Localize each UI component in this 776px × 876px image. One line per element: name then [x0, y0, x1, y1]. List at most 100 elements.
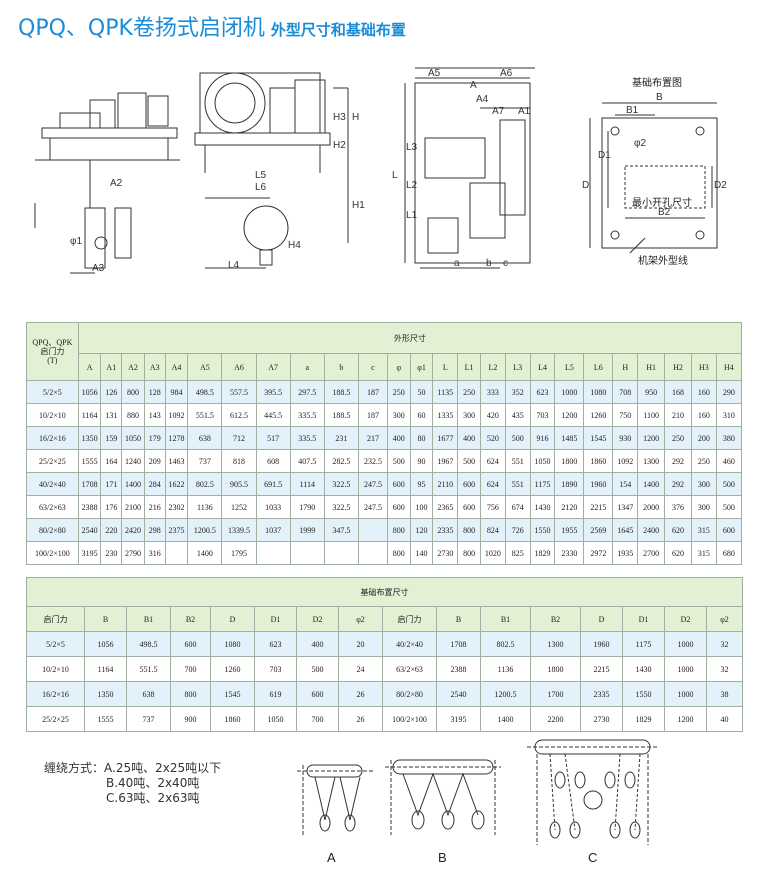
table-cell: 250: [664, 426, 692, 450]
table-cell: 1080: [583, 380, 614, 404]
table-cell: 726: [504, 518, 531, 542]
table-cell: 1890: [554, 472, 585, 496]
table-cell: 1485: [554, 426, 585, 450]
table-cell: 1278: [164, 426, 189, 450]
table-cell: 380: [715, 426, 743, 450]
table-cell: [357, 541, 388, 565]
table-cell: 310: [715, 403, 743, 427]
table-cell: 1050: [254, 706, 297, 732]
table-cell: 1555: [84, 706, 127, 732]
table-cell: 620: [664, 541, 692, 565]
table-cell: 63/2×63: [382, 656, 437, 682]
figure-label-c: C: [588, 850, 598, 865]
table-cell: 1260: [583, 403, 614, 427]
column-header: L2: [479, 353, 506, 381]
table-cell: 120: [409, 518, 434, 542]
table-cell: 40/2×40: [26, 472, 79, 496]
table-cell: 880: [121, 403, 145, 427]
table-cell: 216: [143, 495, 166, 519]
table-cell: 1200: [637, 426, 666, 450]
table-cell: 600: [386, 472, 411, 496]
column-header: A2: [121, 353, 145, 381]
table-cell: 2730: [580, 706, 623, 732]
table-cell: 20: [338, 631, 383, 657]
winding-option-c: C.63吨、2x63吨: [106, 791, 200, 805]
table-cell: 315: [690, 518, 717, 542]
table-cell: 2420: [121, 518, 145, 542]
column-header: 启门力: [26, 606, 85, 632]
table-cell: 825: [504, 541, 531, 565]
winding-figure-b: [385, 759, 501, 835]
table-cell: 80/2×80: [26, 518, 79, 542]
table-cell: 600: [386, 495, 411, 519]
table-cell: 1960: [580, 631, 623, 657]
table-cell: 802.5: [187, 472, 223, 496]
table-cell: 2972: [583, 541, 614, 565]
table-cell: 623: [254, 631, 297, 657]
table-cell: 2790: [121, 541, 145, 565]
table-cell: 1829: [622, 706, 665, 732]
table-cell: 2215: [583, 495, 614, 519]
column-header: D: [580, 606, 623, 632]
table-cell: 916: [529, 426, 556, 450]
svg-text:L6: L6: [255, 182, 267, 193]
column-header: D2: [664, 606, 707, 632]
table-cell: 2365: [432, 495, 459, 519]
column-header: φ1: [409, 353, 434, 381]
table-cell: 2388: [436, 656, 481, 682]
table-cell: 1136: [480, 656, 531, 682]
svg-text:a: a: [454, 258, 460, 269]
table-cell: 292: [664, 449, 692, 473]
table-cell: 250: [457, 380, 481, 404]
table-cell: 100/2×100: [26, 541, 79, 565]
column-header: A: [77, 353, 102, 381]
table-cell: 1092: [164, 403, 189, 427]
table-cell: 1136: [187, 495, 223, 519]
table-cell: 316: [143, 541, 166, 565]
table-cell: 2335: [580, 681, 623, 707]
table-cell: 188.5: [323, 380, 359, 404]
svg-text:A4: A4: [476, 94, 489, 105]
table-cell: 2110: [432, 472, 459, 496]
table-cell: 600: [296, 681, 339, 707]
table-cell: 298: [143, 518, 166, 542]
column-header: B2: [530, 606, 581, 632]
table-cell: [323, 541, 359, 565]
table-cell: 700: [296, 706, 339, 732]
column-header: c: [357, 353, 388, 381]
table-cell: 16/2×16: [26, 681, 85, 707]
table-cell: 100: [409, 495, 434, 519]
table-cell: 5/2×5: [26, 380, 79, 404]
table-cell: 2375: [164, 518, 189, 542]
svg-text:H3: H3: [333, 112, 346, 123]
column-header: D2: [296, 606, 339, 632]
table-cell: 1400: [480, 706, 531, 732]
side-view: [194, 72, 349, 269]
svg-text:L: L: [392, 170, 398, 181]
table-cell: 1347: [612, 495, 639, 519]
table-cell: 159: [100, 426, 123, 450]
table-cell: 1056: [77, 380, 102, 404]
table-cell: 300: [457, 403, 481, 427]
table-cell: 297.5: [289, 380, 325, 404]
column-header: L3: [504, 353, 531, 381]
winding-option-a: A.25吨、2x25吨以下: [104, 761, 222, 775]
table-cell: 247.5: [357, 472, 388, 496]
svg-text:L4: L4: [228, 260, 240, 271]
column-header: H1: [637, 353, 666, 381]
svg-text:A7: A7: [492, 106, 505, 117]
table-cell: 247.5: [357, 495, 388, 519]
table-cell: 407.5: [289, 449, 325, 473]
table-cell: 2540: [77, 518, 102, 542]
table-cell: 620: [664, 518, 692, 542]
table-cell: 800: [457, 518, 481, 542]
table-cell: 1999: [289, 518, 325, 542]
table-cell: 95: [409, 472, 434, 496]
table-cell: 1200.5: [480, 681, 531, 707]
table-cell: 1000: [664, 656, 707, 682]
table-cell: 176: [100, 495, 123, 519]
table-cell: 900: [170, 706, 211, 732]
